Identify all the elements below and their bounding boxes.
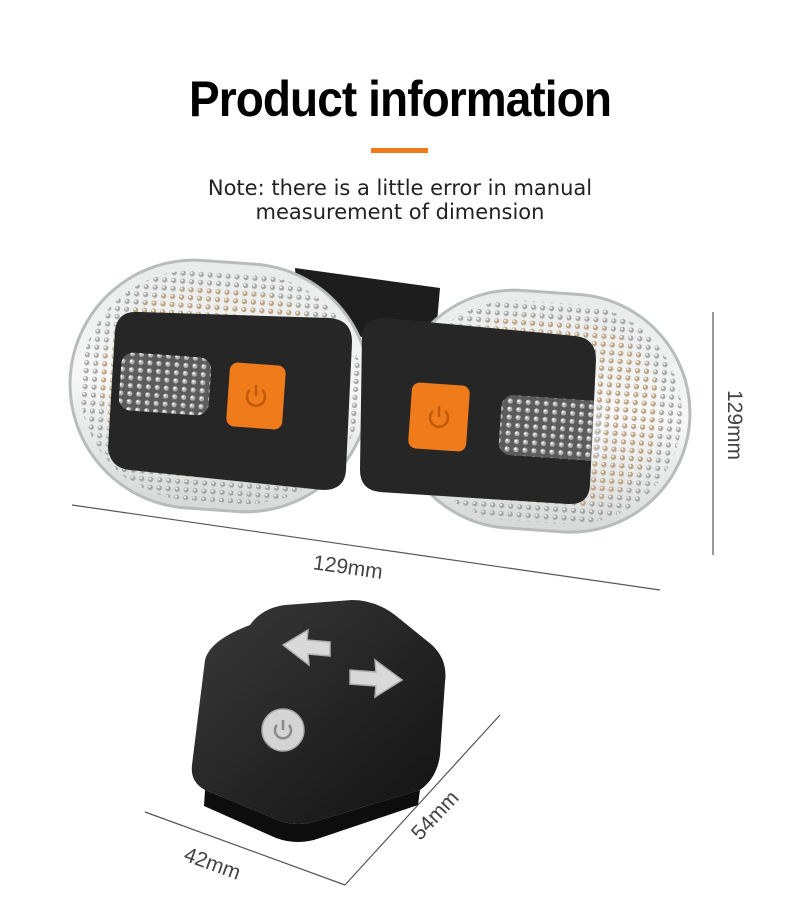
tail-light (68, 258, 692, 534)
remote-base (204, 790, 420, 842)
remote-length-line (344, 714, 501, 886)
remote-width-line (144, 811, 346, 886)
light-width-label: 129mm (312, 551, 385, 584)
remote-left-button[interactable] (281, 628, 331, 667)
right-light-strip (498, 395, 607, 461)
left-light-strip (118, 352, 212, 416)
remote-right-button[interactable] (349, 658, 404, 699)
right-power-button[interactable] (408, 382, 470, 452)
right-housing (360, 318, 596, 505)
arrow-left-icon (281, 628, 331, 667)
remote-control (191, 600, 446, 842)
dimension-note: Note: there is a little error in manual … (0, 176, 800, 224)
remote-power-button[interactable] (261, 708, 305, 752)
left-power-button[interactable] (226, 362, 286, 430)
page-title: Product information (188, 71, 612, 127)
power-icon (245, 385, 267, 407)
light-height-label: 129mm (723, 390, 746, 460)
arrow-right-icon (349, 658, 404, 699)
remote-body (191, 600, 446, 824)
power-icon (273, 720, 293, 740)
note-line-1: Note: there is a little error in manual (207, 176, 593, 200)
note-line-2: measurement of dimension (255, 200, 545, 224)
title-underline (371, 148, 428, 153)
width-dimension-line (71, 504, 661, 591)
power-icon (428, 406, 450, 428)
remote-width-label: 42mm (181, 843, 244, 885)
